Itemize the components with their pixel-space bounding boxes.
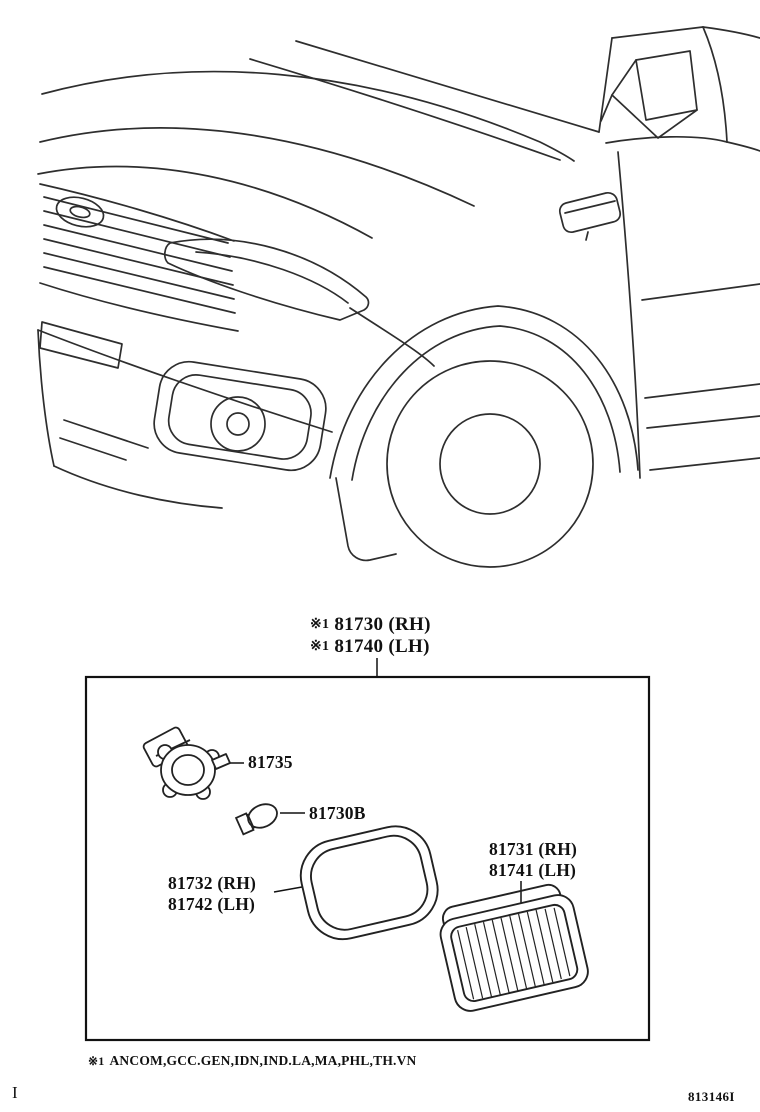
assembly-label-lh: ※1 81740 (LH)	[310, 636, 430, 658]
assembly-part-number-lh: 81740 (LH)	[334, 636, 430, 657]
leader-lines	[218, 658, 522, 906]
part-label-lens-lh: 81741 (LH)	[489, 860, 577, 880]
part-label-bulb: 81730B	[309, 803, 366, 823]
parts-box-outline	[84, 675, 651, 1042]
headlamp	[164, 238, 370, 321]
front-bumper	[37, 321, 333, 509]
part-label-socket: 81735	[248, 752, 293, 772]
page-index-marker: I	[12, 1083, 18, 1102]
side-turn-signal-on-vehicle	[558, 191, 622, 241]
socket-drawing	[142, 726, 231, 800]
grille	[39, 183, 239, 332]
front-wheel	[386, 360, 594, 568]
document-number: 813146I	[688, 1089, 735, 1104]
part-label-gasket-lh: 81742 (LH)	[168, 894, 256, 914]
emblem	[55, 196, 105, 228]
reference-mark: ※1	[310, 617, 330, 632]
part-label-gasket-rh: 81732 (RH)	[168, 873, 257, 893]
bulb-drawing	[234, 803, 278, 836]
assembly-part-number-rh: 81730 (RH)	[334, 614, 431, 635]
part-label-lens-rh: 81731 (RH)	[489, 839, 578, 859]
market-footnote: ※1 ANCOM,GCC.GEN,IDN,IND.LA,MA,PHL,TH.VN	[88, 1053, 417, 1069]
vehicle-illustration	[37, 26, 760, 568]
fog-lamp	[210, 396, 266, 452]
side-mirror	[600, 50, 698, 139]
market-codes: ANCOM,GCC.GEN,IDN,IND.LA,MA,PHL,TH.VN	[109, 1053, 417, 1068]
reference-mark: ※1	[88, 1054, 105, 1068]
lamp-lens-drawing	[439, 883, 589, 1012]
reference-mark: ※1	[310, 639, 330, 654]
gasket-drawing	[299, 825, 439, 941]
assembly-label-rh: ※1 81730 (RH)	[310, 614, 431, 636]
